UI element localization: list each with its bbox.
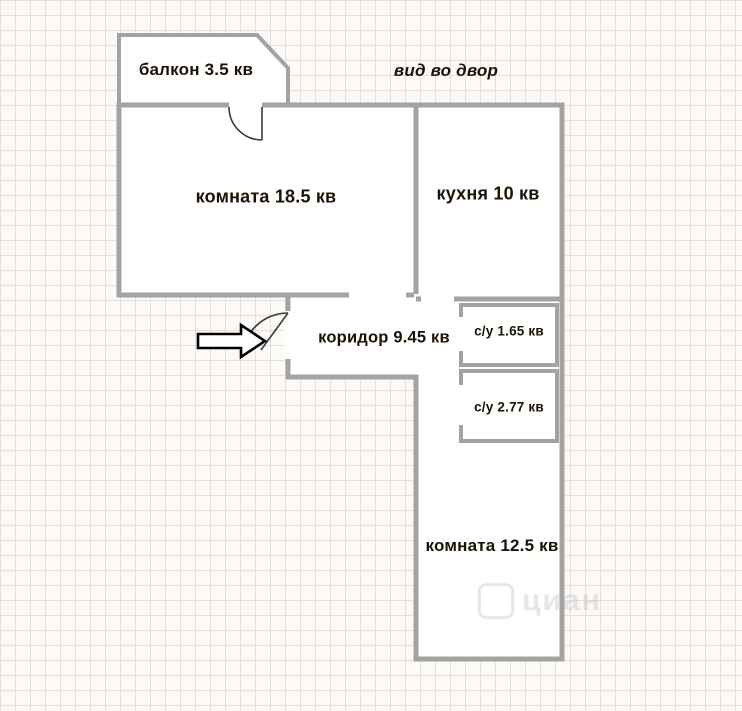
entrance-door-leaf bbox=[260, 312, 289, 351]
bathroom-2-label: с/у 2.77 кв bbox=[474, 399, 544, 415]
apartment-outline bbox=[116, 102, 565, 662]
balcony-label: балкон 3.5 кв bbox=[138, 60, 254, 79]
corridor-label: коридор 9.45 кв bbox=[318, 328, 450, 347]
kitchen-label: кухня 10 кв bbox=[436, 183, 540, 204]
balcony-outline bbox=[117, 33, 290, 103]
room2-label: комната 12.5 кв bbox=[425, 536, 559, 555]
room1-label: комната 18.5 кв bbox=[195, 186, 337, 207]
view-label: вид во двор bbox=[393, 61, 499, 80]
entrance-arrow-icon bbox=[196, 322, 268, 360]
bathroom-1-label: с/у 1.65 кв bbox=[474, 323, 544, 339]
balcony-door-arc bbox=[228, 106, 263, 141]
